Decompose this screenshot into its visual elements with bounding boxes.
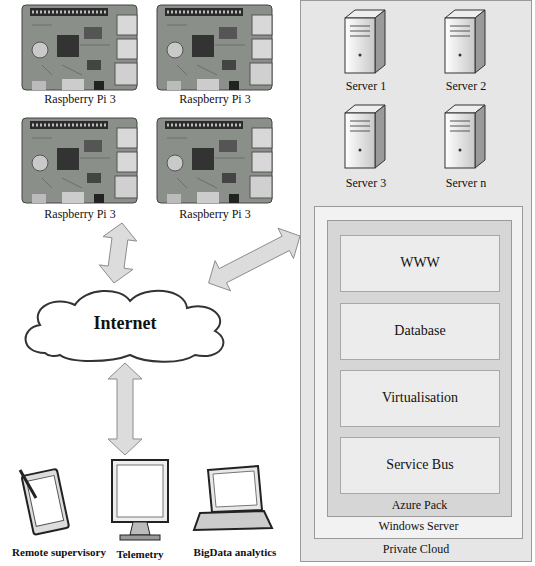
service-box: Service Bus (340, 437, 500, 494)
server-icon (445, 105, 485, 168)
client-device: BigData analytics (185, 465, 285, 559)
panel-label: Private Cloud (383, 543, 449, 557)
box-label: Azure Pack (392, 499, 448, 513)
device-caption: Remote supervisory (12, 546, 106, 559)
monitor-frame (112, 460, 168, 522)
block-arrow (108, 363, 142, 455)
raspberry-pi-picture (22, 5, 137, 90)
laptop-display (213, 471, 257, 507)
monitor-base (120, 535, 160, 540)
server-node: Server n (431, 101, 501, 191)
server-label: Server n (446, 177, 486, 191)
monitor-stand (130, 522, 150, 535)
board-caption: Raspberry Pi 3 (44, 93, 115, 107)
server-node: Server 3 (331, 101, 401, 191)
device-caption: BigData analytics (194, 546, 277, 559)
server-node: Server 2 (431, 6, 501, 94)
server-label: Server 1 (346, 80, 386, 94)
laptop-base (194, 511, 272, 530)
raspberry-pi-picture (157, 5, 272, 90)
board-picture: Raspberry Pi 3 (155, 3, 275, 108)
stylus (20, 470, 36, 498)
cloud-label: Internet (94, 313, 157, 334)
cloud-shape (26, 291, 224, 362)
box-label: Virtualisation (382, 390, 458, 406)
board-caption: Raspberry Pi 3 (44, 208, 115, 222)
service-box: Virtualisation (340, 370, 500, 427)
tablet-screen (27, 475, 64, 526)
tablet-icon (22, 469, 70, 535)
device-caption: Telemetry (116, 548, 163, 561)
server-icon (345, 10, 385, 73)
box-label: Service Bus (386, 457, 453, 473)
service-box: Database (340, 303, 500, 360)
block-arrow (99, 223, 136, 283)
internet-cloud: Internet (15, 283, 235, 363)
box-label: WWW (400, 255, 440, 271)
laptop-screen (208, 466, 262, 512)
server-icon (345, 105, 385, 168)
block-arrow (209, 228, 300, 291)
server-node: Server 1 (331, 6, 401, 94)
private-cloud-panel: Private Cloud Server 1 Server 2 Server 3 Ser… (300, 0, 532, 562)
board-picture: Raspberry Pi 3 (155, 115, 275, 223)
board-picture: Raspberry Pi 3 (20, 115, 140, 223)
box-label: Windows Server (379, 520, 459, 534)
board-caption: Raspberry Pi 3 (179, 93, 250, 107)
raspberry-pi-picture (22, 118, 137, 203)
raspberry-pi-picture (157, 118, 272, 203)
server-label: Server 3 (346, 177, 386, 191)
client-device: Remote supervisory (3, 465, 115, 559)
client-device: Telemetry (95, 455, 185, 561)
board-picture: Raspberry Pi 3 (20, 3, 140, 108)
tablet-body (22, 469, 70, 535)
azure-pack-box: Azure Pack WWW DatabaseVirtualisationServi… (327, 220, 512, 517)
windows-server-box: Windows Server Azure Pack WWW DatabaseVirtu… (314, 206, 523, 539)
monitor-screen (117, 465, 163, 517)
server-icon (445, 10, 485, 73)
service-box: WWW (340, 235, 500, 292)
board-caption: Raspberry Pi 3 (179, 208, 250, 222)
server-label: Server 2 (446, 80, 486, 94)
box-label: Database (394, 323, 445, 339)
